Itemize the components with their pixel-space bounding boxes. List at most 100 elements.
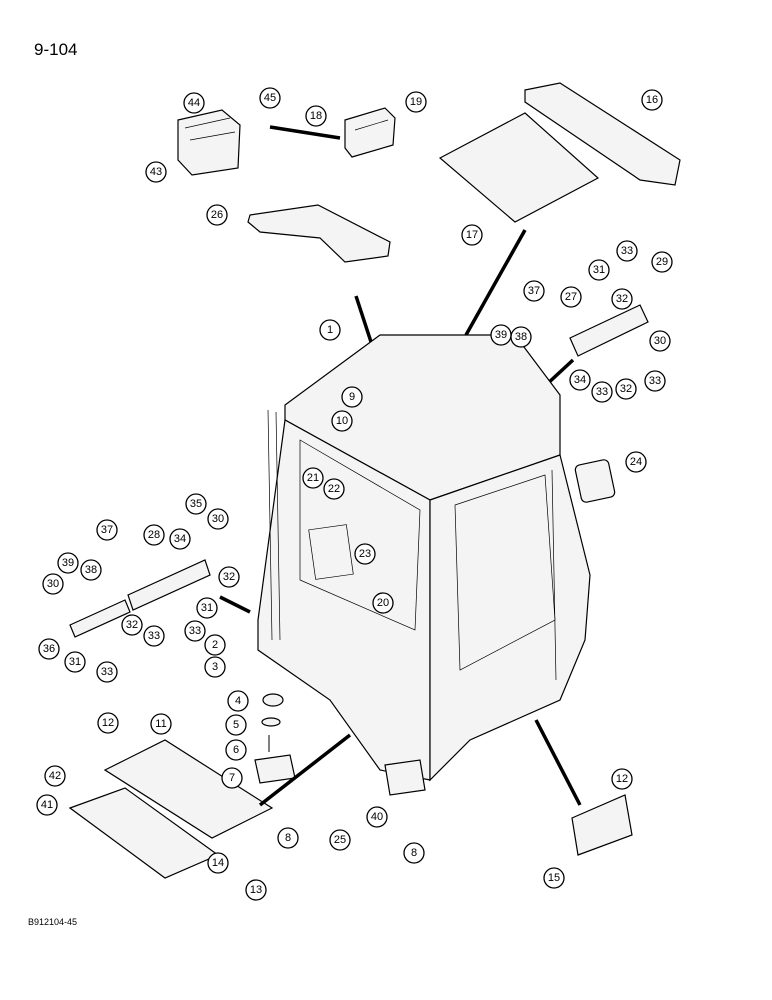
arrow-connector [464, 229, 527, 336]
svg-text:43: 43 [150, 166, 162, 178]
callout-2: 2 [204, 634, 226, 656]
callout-30: 30 [42, 573, 64, 595]
bracket-29-part [569, 304, 649, 357]
svg-text:21: 21 [307, 472, 319, 484]
callout-42: 42 [44, 765, 66, 787]
callout-33: 33 [143, 625, 165, 647]
callout-30: 30 [207, 508, 229, 530]
svg-text:31: 31 [69, 656, 81, 668]
svg-text:18: 18 [310, 110, 322, 122]
svg-text:30: 30 [654, 335, 666, 347]
callout-23: 23 [354, 543, 376, 565]
panel-17-part [438, 112, 600, 223]
block-7-part [254, 754, 296, 784]
svg-text:6: 6 [233, 744, 239, 756]
callout-11: 11 [150, 713, 172, 735]
figure-code: B912104-45 [28, 917, 78, 927]
callout-33: 33 [591, 381, 613, 403]
svg-text:33: 33 [189, 625, 201, 637]
svg-text:16: 16 [646, 94, 658, 106]
svg-text:17: 17 [466, 229, 478, 241]
svg-text:13: 13 [250, 884, 262, 896]
callout-37: 37 [96, 519, 118, 541]
callout-13: 13 [245, 879, 267, 901]
callout-34: 34 [169, 528, 191, 550]
callout-17: 17 [461, 224, 483, 246]
svg-text:8: 8 [411, 847, 417, 859]
svg-text:27: 27 [565, 291, 577, 303]
callout-33: 33 [184, 620, 206, 642]
callout-18: 18 [305, 105, 327, 127]
svg-text:38: 38 [85, 564, 97, 576]
svg-text:31: 31 [201, 602, 213, 614]
callout-6: 6 [225, 739, 247, 761]
panel-16-part [524, 82, 681, 186]
svg-text:30: 30 [212, 513, 224, 525]
svg-text:32: 32 [616, 293, 628, 305]
callout-31: 31 [588, 259, 610, 281]
svg-text:15: 15 [548, 872, 560, 884]
svg-text:37: 37 [528, 285, 540, 297]
svg-text:28: 28 [148, 529, 160, 541]
callout-12: 12 [97, 712, 119, 734]
svg-text:36: 36 [43, 643, 55, 655]
panel-15-part [571, 794, 633, 856]
svg-text:42: 42 [49, 770, 61, 782]
svg-text:40: 40 [371, 811, 383, 823]
svg-text:37: 37 [101, 524, 113, 536]
svg-text:34: 34 [174, 533, 186, 545]
callout-21: 21 [302, 467, 324, 489]
callout-30: 30 [649, 330, 671, 352]
callout-38: 38 [80, 559, 102, 581]
svg-text:33: 33 [101, 666, 113, 678]
svg-text:4: 4 [235, 695, 241, 707]
svg-text:22: 22 [328, 483, 340, 495]
callout-35: 35 [185, 493, 207, 515]
arrow-connector [544, 358, 575, 387]
panel-11-part [103, 739, 274, 839]
callout-25: 25 [329, 829, 351, 851]
svg-text:32: 32 [620, 383, 632, 395]
svg-text:12: 12 [102, 717, 114, 729]
callout-43: 43 [145, 161, 167, 183]
callout-29: 29 [651, 251, 673, 273]
svg-text:33: 33 [596, 386, 608, 398]
svg-text:44: 44 [188, 97, 200, 109]
callout-45: 45 [259, 87, 281, 109]
callout-32: 32 [218, 566, 240, 588]
callout-10: 10 [331, 410, 353, 432]
block-40-part [384, 759, 426, 796]
callout-3: 3 [204, 656, 226, 678]
svg-text:5: 5 [233, 719, 239, 731]
callout-33: 33 [644, 370, 666, 392]
svg-text:35: 35 [190, 498, 202, 510]
callout-9: 9 [341, 386, 363, 408]
svg-text:26: 26 [211, 209, 223, 221]
svg-text:7: 7 [229, 772, 235, 784]
callout-26: 26 [206, 204, 228, 226]
arrow-connector [354, 295, 374, 346]
callout-19: 19 [405, 91, 427, 113]
bracket-35-part [127, 559, 211, 611]
callout-15: 15 [543, 867, 565, 889]
callout-20: 20 [372, 592, 394, 614]
svg-text:1: 1 [327, 324, 333, 336]
callout-36: 36 [38, 638, 60, 660]
svg-text:20: 20 [377, 597, 389, 609]
callout-40: 40 [366, 806, 388, 828]
callout-31: 31 [64, 651, 86, 673]
callout-8: 8 [403, 842, 425, 864]
svg-text:45: 45 [264, 92, 276, 104]
svg-text:34: 34 [574, 374, 586, 386]
callout-5: 5 [225, 714, 247, 736]
callout-38: 38 [510, 326, 532, 348]
bracket-34-part [69, 599, 131, 638]
mat-26-part [247, 204, 391, 263]
callout-34: 34 [569, 369, 591, 391]
svg-text:8: 8 [285, 832, 291, 844]
arrow-connector [258, 733, 352, 807]
svg-text:39: 39 [495, 329, 507, 341]
svg-text:10: 10 [336, 415, 348, 427]
bracket-43-part [177, 109, 241, 176]
